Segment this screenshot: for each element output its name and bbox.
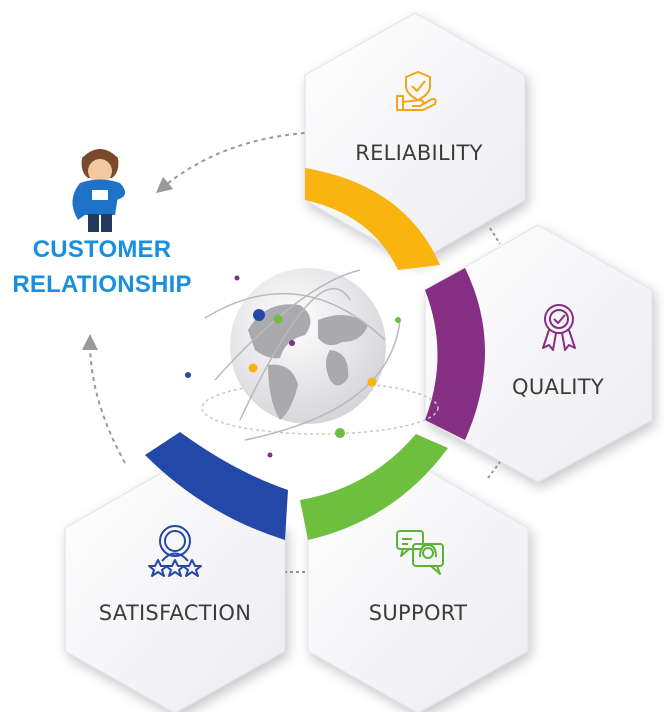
ring-segment-support [300, 434, 448, 540]
headset-chat-icon [396, 530, 444, 575]
ring-segment-reliability [305, 168, 440, 270]
title-line-1: CUSTOMER [32, 236, 172, 263]
label-reliability: RELIABILITY [355, 141, 483, 165]
customer-avatar [72, 149, 126, 232]
user-stars-icon [148, 525, 202, 577]
connector-link-1 [489, 227, 501, 245]
label-support: SUPPORT [368, 601, 468, 625]
title-line-2: RELATIONSHIP [12, 271, 192, 298]
label-quality: QUALITY [512, 375, 604, 399]
ring-segment-quality [425, 268, 485, 440]
hand-shield-icon [396, 71, 437, 111]
award-ribbon-icon [542, 304, 576, 351]
ring-segment-satisfaction [145, 432, 288, 540]
globe-illustration [185, 268, 439, 458]
label-satisfaction: SATISFACTION [98, 601, 252, 625]
connector-link-2 [487, 461, 501, 479]
connector-arrow-top [155, 132, 306, 194]
connector-arrow-left [82, 334, 126, 464]
